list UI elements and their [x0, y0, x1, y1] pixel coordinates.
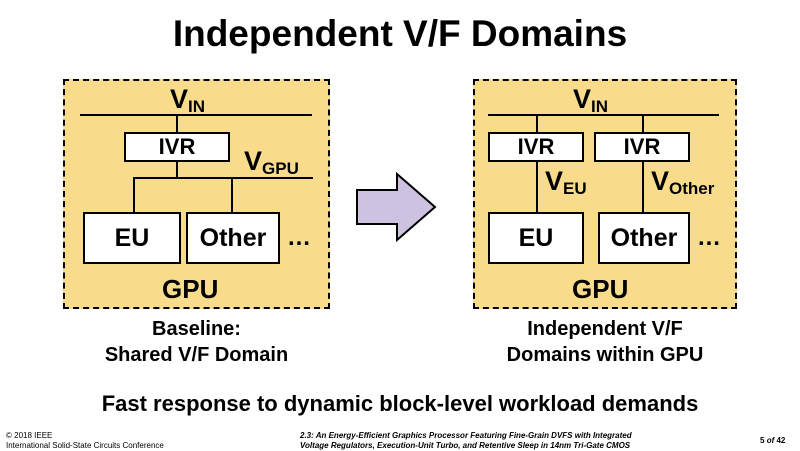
ellipsis-baseline: …	[287, 224, 311, 251]
footer-left: © 2018 IEEE International Solid-State Ci…	[6, 431, 164, 451]
footer-center: 2.3: An Energy-Efficient Graphics Proces…	[300, 431, 632, 451]
footer-paper-title-line2: Voltage Regulators, Execution-Unit Turbo…	[300, 441, 631, 450]
footer-paper-title-line1: 2.3: An Energy-Efficient Graphics Proces…	[300, 431, 632, 440]
wire-ivr-to-vgpu	[176, 162, 178, 178]
ivr-block-baseline: IVR	[124, 132, 230, 162]
transition-arrow	[356, 172, 437, 242]
wire-ivr-to-eu	[536, 162, 538, 213]
slide-title: Independent V/F Domains	[172, 13, 628, 54]
caption-baseline: Baseline: Shared V/F Domain	[63, 316, 330, 368]
page-total: 42	[776, 436, 786, 445]
ivr-block-other: IVR	[594, 132, 690, 162]
other-block-independent: Other	[598, 212, 690, 264]
wire-ivr-to-other	[642, 162, 644, 213]
ellipsis-independent: …	[697, 224, 721, 251]
gpu-domain-independent	[473, 79, 737, 309]
vin-label-baseline: VIN	[170, 84, 206, 116]
footer-conference: International Solid-State Circuits Confe…	[6, 441, 164, 450]
footer-page-number: 5 of 42	[760, 436, 785, 446]
caption-baseline-line1: Baseline:	[152, 318, 241, 340]
wire-vin-to-ivr-other	[642, 114, 644, 134]
gpu-domain-baseline	[63, 79, 330, 309]
gpu-label-independent: GPU	[572, 274, 629, 304]
vother-label: VOther	[651, 166, 715, 198]
transition-arrow-shape	[356, 172, 437, 242]
gpu-label-baseline: GPU	[162, 274, 219, 304]
wire-vgpu-to-eu	[133, 177, 135, 213]
vgpu-rail	[133, 177, 313, 179]
eu-block-baseline: EU	[83, 212, 181, 264]
vin-rail-independent	[488, 114, 719, 116]
takeaway-text: Fast response to dynamic block-level wor…	[101, 391, 699, 416]
caption-independent-line1: Independent V/F	[527, 318, 683, 340]
caption-independent: Independent V/F Domains within GPU	[473, 316, 737, 368]
veu-label: VEU	[545, 166, 587, 198]
wire-vin-to-ivr-eu	[536, 114, 538, 134]
ivr-block-eu: IVR	[488, 132, 584, 162]
caption-independent-line2: Domains within GPU	[506, 344, 704, 366]
page-of: of	[766, 436, 775, 445]
eu-block-independent: EU	[488, 212, 584, 264]
vin-label-independent: VIN	[573, 84, 609, 116]
footer-copyright: © 2018 IEEE	[6, 431, 53, 440]
vgpu-label: VGPU	[244, 146, 299, 178]
wire-vgpu-to-other	[231, 177, 233, 213]
wire-vin-to-ivr	[176, 114, 178, 134]
caption-baseline-line2: Shared V/F Domain	[104, 344, 289, 366]
other-block-baseline: Other	[186, 212, 280, 264]
vin-rail-baseline	[80, 114, 312, 116]
page-current: 5	[760, 436, 765, 445]
